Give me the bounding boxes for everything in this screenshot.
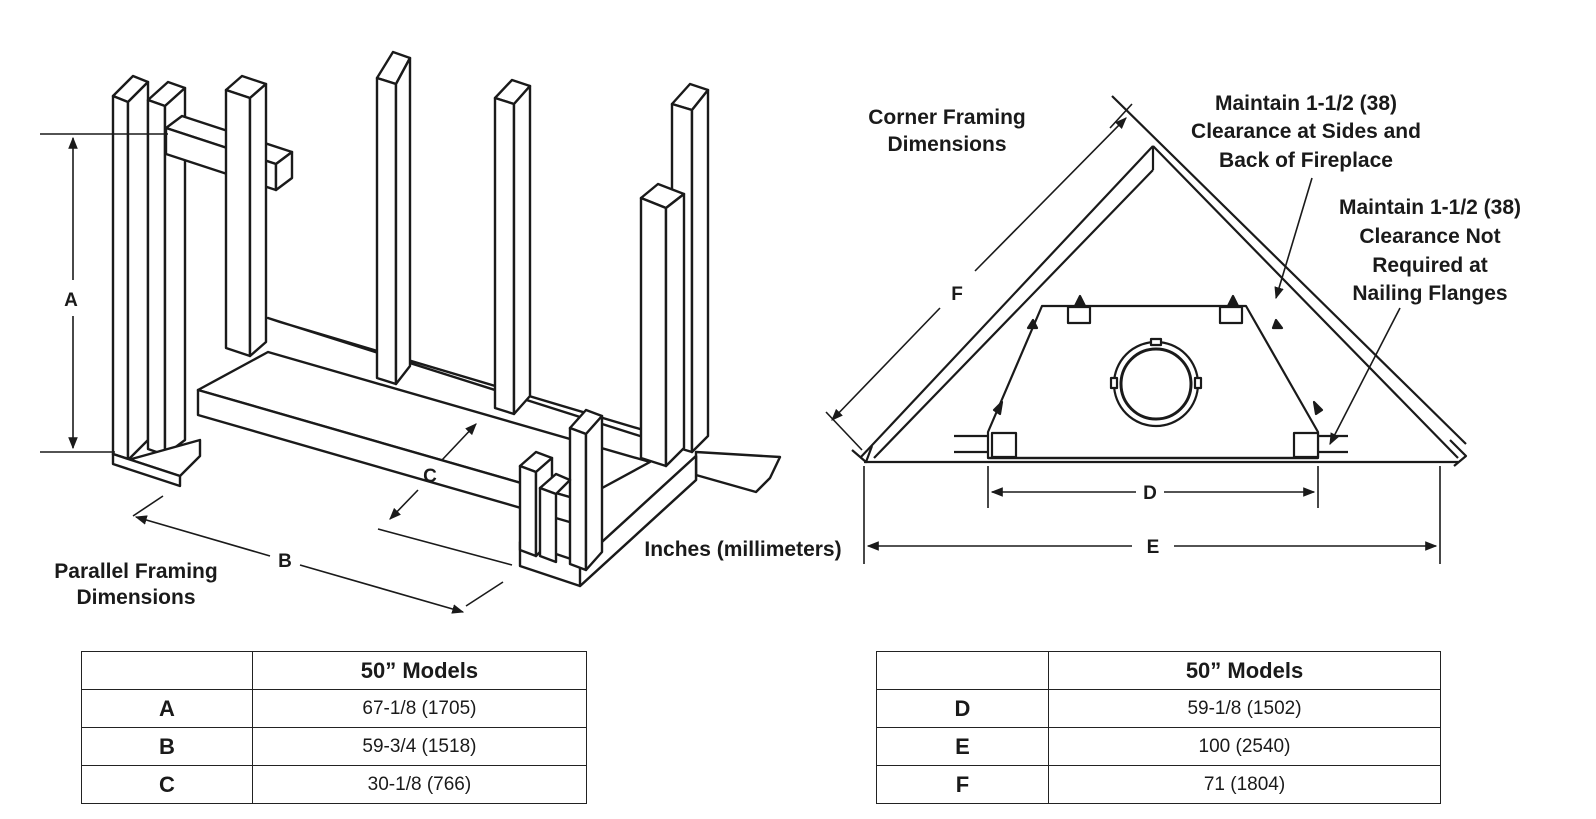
corner-walls [851, 95, 1468, 467]
table-row: A 67-1/8 (1705) [81, 689, 588, 728]
row-key: B [81, 727, 253, 766]
clearance-note-line2: Clearance at Sides and [1191, 120, 1421, 143]
clearance-note-line3: Back of Fireplace [1219, 149, 1393, 172]
dim-label-c: C [423, 466, 437, 487]
table-header-empty [81, 651, 253, 690]
flange-note-line3: Required at [1372, 254, 1488, 277]
parallel-caption-line1: Parallel Framing [54, 560, 217, 583]
dim-label-a: A [64, 290, 78, 311]
front-plate [694, 450, 782, 494]
studs [224, 50, 710, 572]
dim-label-d: D [1143, 483, 1157, 504]
table-row: D 59-1/8 (1502) [876, 689, 1441, 728]
table-header-models: 50” Models [1048, 651, 1441, 690]
dim-label-e: E [1147, 537, 1160, 558]
row-key: F [876, 765, 1049, 804]
row-value: 59-1/8 (1502) [1048, 689, 1441, 728]
table-header-models: 50” Models [251, 651, 588, 690]
table-row: C 30-1/8 (766) [81, 765, 588, 804]
table-row: F 71 (1804) [876, 765, 1441, 804]
clearance-note-line1: Maintain 1-1/2 (38) [1215, 92, 1397, 115]
row-key: E [876, 727, 1049, 766]
row-value: 67-1/8 (1705) [251, 689, 588, 728]
corner-dimension-lines [825, 103, 1441, 564]
row-key: D [876, 689, 1049, 728]
parallel-dimensions-table: 50” Models A 67-1/8 (1705) B 59-3/4 (151… [81, 651, 588, 804]
flange-note-line4: Nailing Flanges [1352, 282, 1507, 305]
row-key: C [81, 765, 253, 804]
parallel-caption-line2: Dimensions [76, 586, 195, 609]
flange-note-line1: Maintain 1-1/2 (38) [1339, 196, 1521, 219]
row-value: 100 (2540) [1048, 727, 1441, 766]
corner-dimensions-table: 50” Models D 59-1/8 (1502) E 100 (2540) … [876, 651, 1441, 804]
flue-collar [1109, 337, 1203, 428]
row-value: 59-3/4 (1518) [251, 727, 588, 766]
corner-caption-line2: Dimensions [887, 133, 1006, 156]
corner-framing-drawing [851, 95, 1468, 467]
table-header-row: 50” Models [81, 651, 588, 690]
row-value: 30-1/8 (766) [251, 765, 588, 804]
dim-label-b: B [278, 551, 292, 572]
table-row: B 59-3/4 (1518) [81, 727, 588, 766]
table-header-empty [876, 651, 1049, 690]
row-key: A [81, 689, 253, 728]
parallel-framing-drawing [111, 50, 782, 588]
table-row: E 100 (2540) [876, 727, 1441, 766]
flange-note-line2: Clearance Not [1359, 225, 1500, 248]
row-value: 71 (1804) [1048, 765, 1441, 804]
table-header-row: 50” Models [876, 651, 1441, 690]
corner-caption-line1: Corner Framing [868, 106, 1026, 129]
parallel-dimension-lines [40, 133, 513, 614]
units-note: Inches (millimeters) [644, 538, 841, 561]
left-corner-posts [111, 74, 202, 488]
dim-label-f: F [951, 284, 963, 305]
